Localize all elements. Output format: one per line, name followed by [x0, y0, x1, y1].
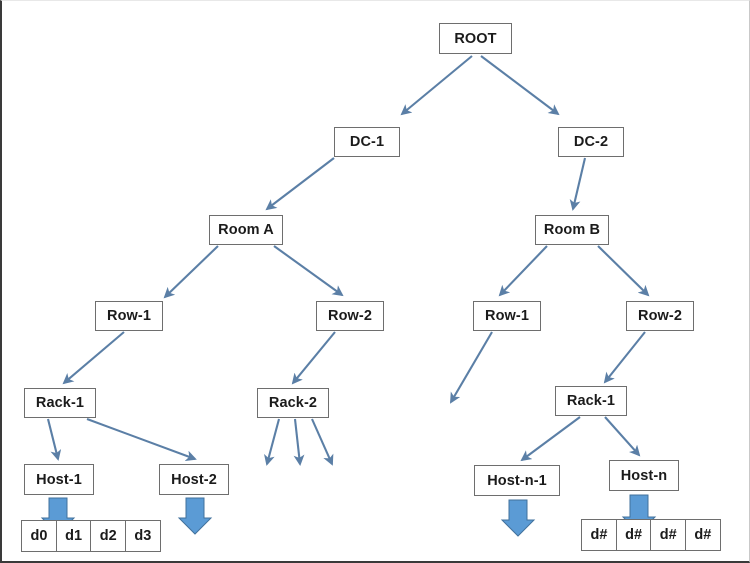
disk-cell[interactable]: d3 — [124, 520, 161, 552]
disk-cell[interactable]: d0 — [21, 520, 57, 552]
edge-rackA2-d2 — [293, 418, 305, 466]
edge-roomA-rowA2 — [273, 245, 344, 297]
edge-rackA2-d3 — [311, 418, 334, 466]
node-hostn1[interactable]: Host-n-1 — [474, 465, 560, 496]
node-rackA2[interactable]: Rack-2 — [257, 388, 329, 418]
node-host2[interactable]: Host-2 — [159, 464, 229, 495]
disk-group-disks-hostn: d#d#d#d# — [581, 519, 721, 551]
node-rowB2[interactable]: Row-2 — [626, 301, 694, 331]
node-rowB1[interactable]: Row-1 — [473, 301, 541, 331]
edge-rowB1-dangle — [450, 331, 493, 404]
edge-roomB-rowB1 — [498, 245, 548, 297]
node-dc2[interactable]: DC-2 — [558, 127, 624, 157]
node-roomB[interactable]: Room B — [535, 215, 609, 245]
node-rackA1[interactable]: Rack-1 — [24, 388, 96, 418]
edge-rackB1-hostn — [604, 416, 641, 457]
node-rowA1[interactable]: Row-1 — [95, 301, 163, 331]
disk-cell[interactable]: d# — [684, 519, 721, 551]
edge-dc2-roomB — [569, 157, 587, 211]
edge-rowA1-rackA1 — [62, 331, 125, 385]
edge-rackB1-hostn1 — [520, 416, 581, 462]
node-rackB1[interactable]: Rack-1 — [555, 386, 627, 416]
disk-cell[interactable]: d1 — [55, 520, 92, 552]
disk-cell[interactable]: d# — [615, 519, 652, 551]
node-root[interactable]: ROOT — [439, 23, 512, 54]
disk-cell[interactable]: d# — [650, 519, 687, 551]
block-arrow-hostn1-disks — [500, 499, 536, 537]
edge-root-dc1 — [400, 55, 473, 116]
edge-roomA-rowA1 — [163, 245, 219, 299]
node-rowA2[interactable]: Row-2 — [316, 301, 384, 331]
node-hostn[interactable]: Host-n — [609, 460, 679, 491]
node-dc1[interactable]: DC-1 — [334, 127, 400, 157]
edge-rackA2-d1 — [264, 418, 281, 466]
disk-cell[interactable]: d# — [581, 519, 617, 551]
node-roomA[interactable]: Room A — [209, 215, 283, 245]
disk-cell[interactable]: d2 — [90, 520, 127, 552]
edge-rackA1-host2 — [86, 418, 197, 462]
edge-dc1-roomA — [265, 157, 335, 211]
block-arrow-host2-disks — [177, 497, 213, 535]
edge-rowB2-rackB1 — [603, 331, 646, 384]
edge-rowA2-rackA2 — [291, 331, 336, 385]
edge-rackA1-host1 — [46, 418, 62, 461]
node-host1[interactable]: Host-1 — [24, 464, 94, 495]
edge-roomB-rowB2 — [597, 245, 650, 297]
edge-root-dc2 — [480, 55, 560, 116]
